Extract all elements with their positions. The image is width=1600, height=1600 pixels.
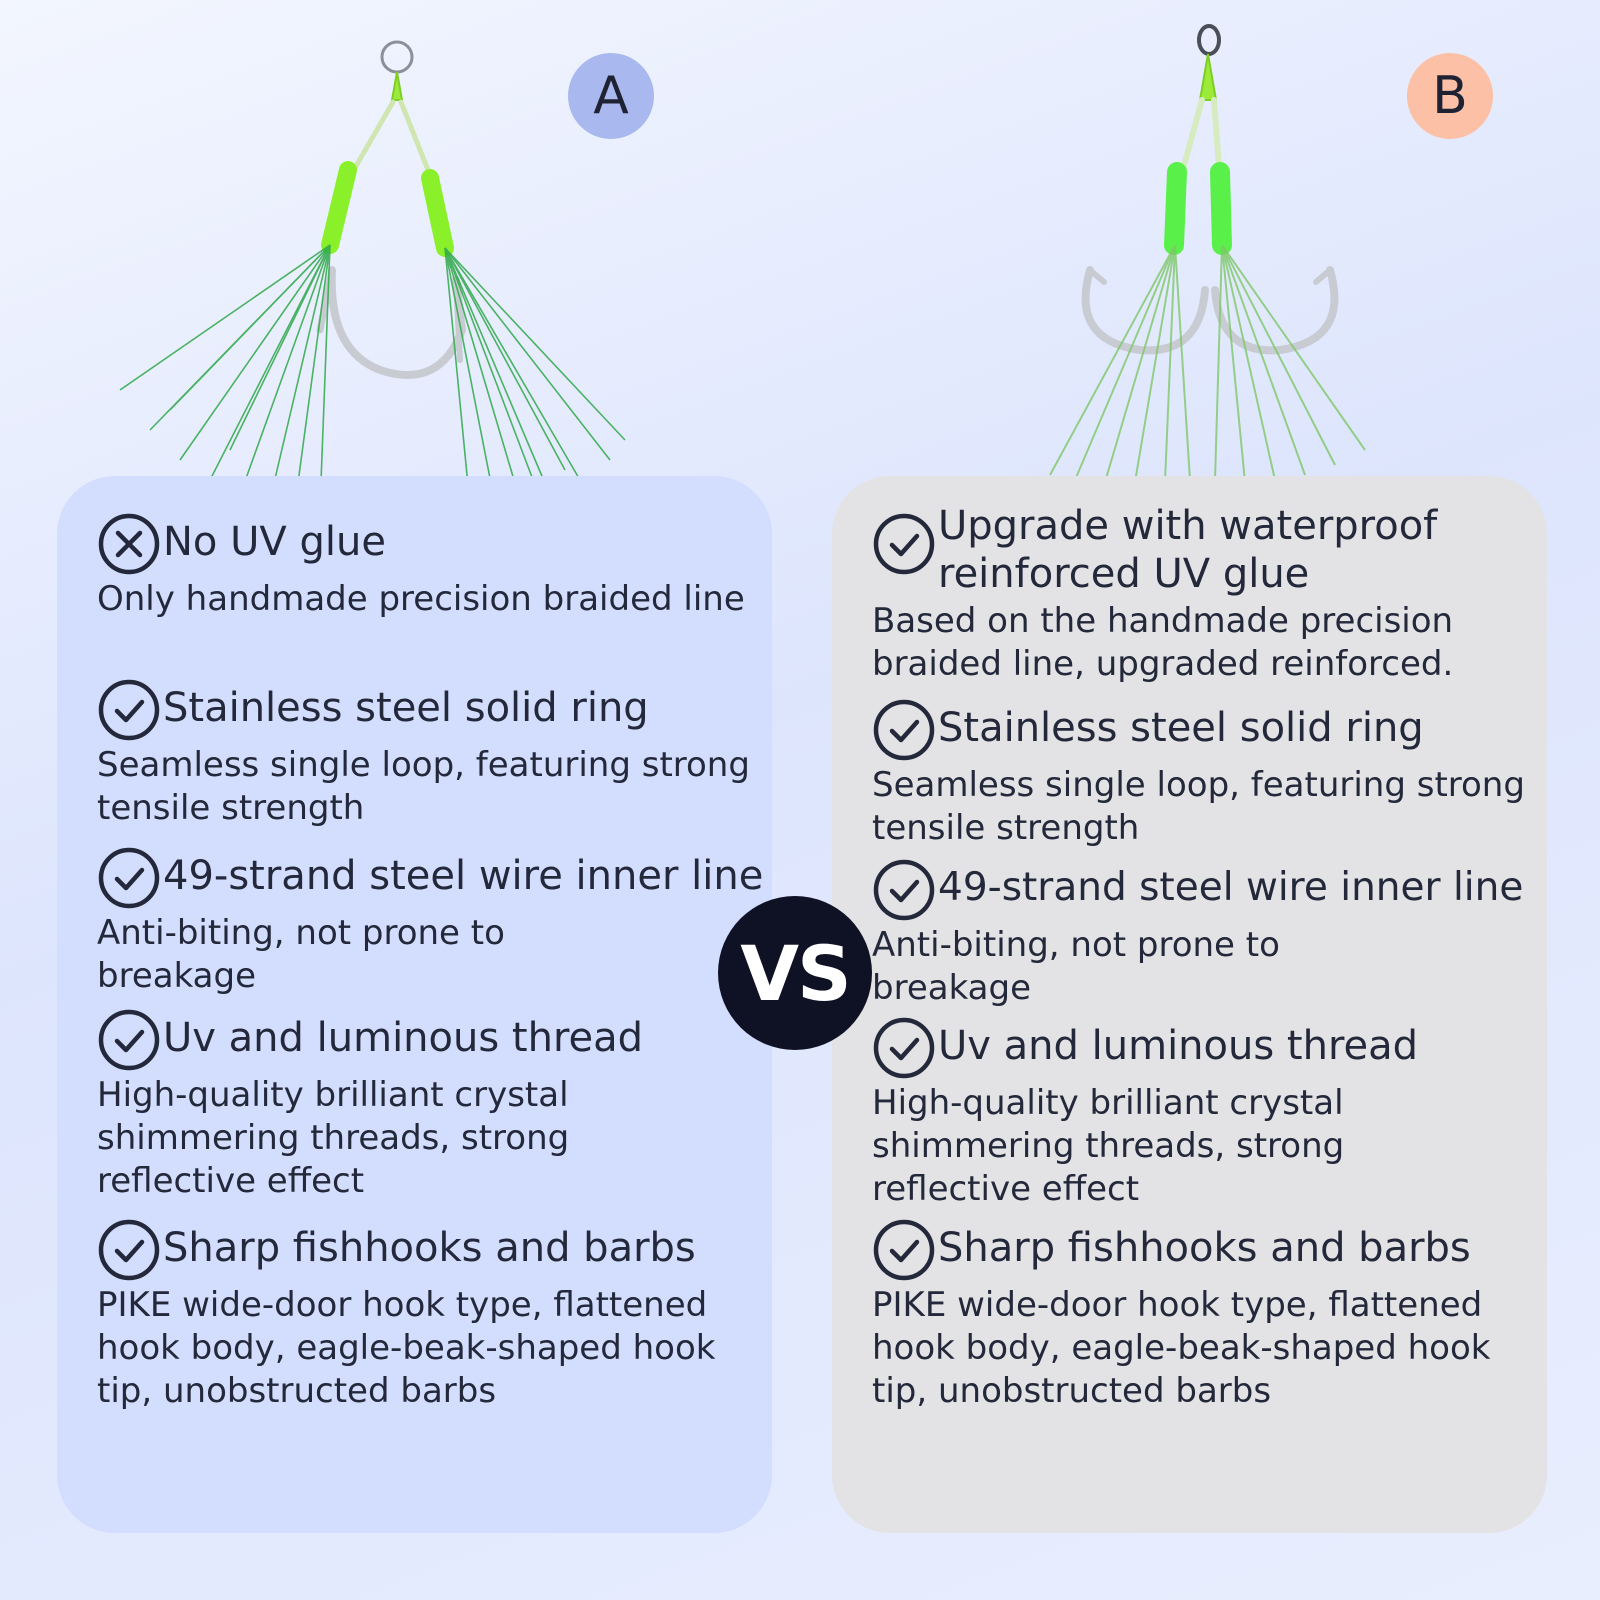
check-circle-icon <box>873 1017 935 1079</box>
feature-title: 49-strand steel wire inner line <box>163 853 764 899</box>
variant-b-panel: Upgrade with waterproof reinforced UV gl… <box>832 476 1547 1533</box>
vs-badge: VS <box>718 896 872 1050</box>
feature-title: 49-strand steel wire inner line <box>938 865 1524 910</box>
feature-item: 49-strand steel wire inner line Anti-bit… <box>872 858 1544 1010</box>
check-circle-icon <box>98 1219 160 1281</box>
feature-item: Stainless steel solid ring Seamless sing… <box>872 698 1532 850</box>
feature-description: PIKE wide-door hook type, flattened hook… <box>97 1285 716 1411</box>
feature-item: No UV glue Only handmade precision braid… <box>97 512 757 621</box>
variant-a-panel: No UV glue Only handmade precision braid… <box>57 476 772 1533</box>
feature-description: Anti-biting, not prone to breakage <box>97 913 505 996</box>
assist-hook-b-image <box>1049 24 1366 483</box>
check-circle-icon <box>98 679 160 741</box>
feature-description: Only handmade precision braided line <box>97 579 745 619</box>
feature-item: Sharp fishhooks and barbs PIKE wide-door… <box>872 1218 1512 1413</box>
feature-title: Sharp fishhooks and barbs <box>163 1225 696 1271</box>
check-circle-icon <box>873 859 935 921</box>
feature-description: Based on the handmade precision braided … <box>872 601 1454 684</box>
feature-title: Stainless steel solid ring <box>938 705 1424 751</box>
feature-item: Sharp fishhooks and barbs PIKE wide-door… <box>97 1218 737 1413</box>
cross-circle-icon <box>98 513 160 575</box>
feature-item: Uv and luminous thread High-quality bril… <box>97 1008 757 1203</box>
feature-title: No UV glue <box>163 519 386 565</box>
feature-title: Stainless steel solid ring <box>163 685 649 731</box>
feature-title: Uv and luminous thread <box>163 1015 644 1061</box>
feature-description: High-quality brilliant crystal shimmerin… <box>97 1075 570 1201</box>
feature-description: Seamless single loop, featuring strong t… <box>97 745 750 828</box>
feature-title: Upgrade with waterproof reinforced UV gl… <box>938 503 1438 597</box>
feature-description: Seamless single loop, featuring strong t… <box>872 765 1525 848</box>
feature-description: High-quality brilliant crystal shimmerin… <box>872 1083 1345 1209</box>
check-circle-icon <box>98 1009 160 1071</box>
variant-a-badge: A <box>568 53 654 139</box>
feature-description: PIKE wide-door hook type, flattened hook… <box>872 1285 1491 1411</box>
check-circle-icon <box>873 513 935 575</box>
check-circle-icon <box>873 699 935 761</box>
check-circle-icon <box>98 847 160 909</box>
feature-description: Anti-biting, not prone to breakage <box>872 925 1280 1008</box>
check-circle-icon <box>873 1219 935 1281</box>
feature-item: Stainless steel solid ring Seamless sing… <box>97 678 757 830</box>
variant-b-badge: B <box>1407 53 1493 139</box>
feature-item: 49-strand steel wire inner line Anti-bit… <box>97 846 763 998</box>
feature-title: Sharp fishhooks and barbs <box>938 1225 1471 1271</box>
feature-item: Uv and luminous thread High-quality bril… <box>872 1016 1532 1211</box>
feature-item: Upgrade with waterproof reinforced UV gl… <box>872 502 1532 686</box>
feature-title: Uv and luminous thread <box>938 1023 1419 1069</box>
assist-hook-a-image <box>119 40 626 509</box>
